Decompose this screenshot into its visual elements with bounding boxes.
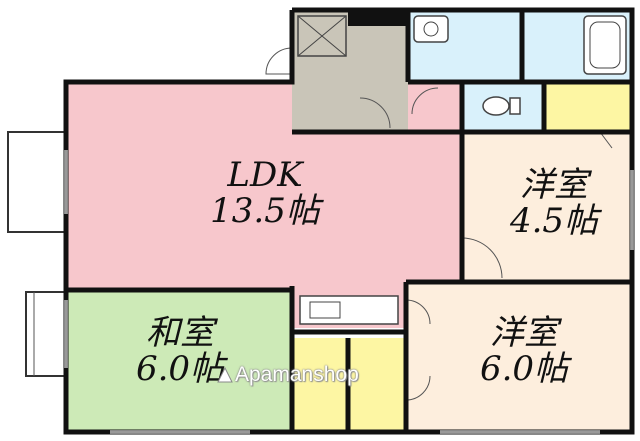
japanese-room-name: 和室 xyxy=(146,313,214,353)
bathtub-fixture xyxy=(583,15,627,75)
storage-2 xyxy=(292,338,348,432)
sink-fixture xyxy=(413,15,449,43)
ldk-name: LDK xyxy=(227,155,303,195)
western-room-2-label: 洋室 6.0帖 xyxy=(444,313,604,389)
ldk-label: LDK 13.5帖 xyxy=(190,155,340,231)
western-room-1-label: 洋室 4.5帖 xyxy=(484,165,624,241)
storage-1 xyxy=(544,82,632,132)
balcony-left-lower xyxy=(25,291,67,377)
western-room-1-size: 4.5帖 xyxy=(509,200,599,241)
watermark-text: Apamanshop xyxy=(235,363,359,386)
entrance-floor xyxy=(292,10,408,132)
western-room-2-floor xyxy=(406,282,632,432)
japanese-room-size: 6.0帖 xyxy=(135,348,225,389)
pillar xyxy=(348,8,410,26)
western-room-1-name: 洋室 xyxy=(520,165,588,205)
western-room-2-name: 洋室 xyxy=(490,313,558,353)
japanese-room-label: 和室 6.0帖 xyxy=(100,313,260,389)
western-room-1-floor xyxy=(462,132,632,282)
storage-3 xyxy=(348,338,404,432)
ldk-size: 13.5帖 xyxy=(210,190,320,231)
japanese-room-floor xyxy=(66,290,292,432)
western-room-2-size: 6.0帖 xyxy=(479,348,569,389)
balcony-left-upper xyxy=(7,131,67,233)
kitchen-counter xyxy=(299,295,399,325)
apamanshop-logo-icon xyxy=(217,366,233,383)
toilet-fixture xyxy=(482,96,510,116)
shoe-closet xyxy=(297,15,347,57)
